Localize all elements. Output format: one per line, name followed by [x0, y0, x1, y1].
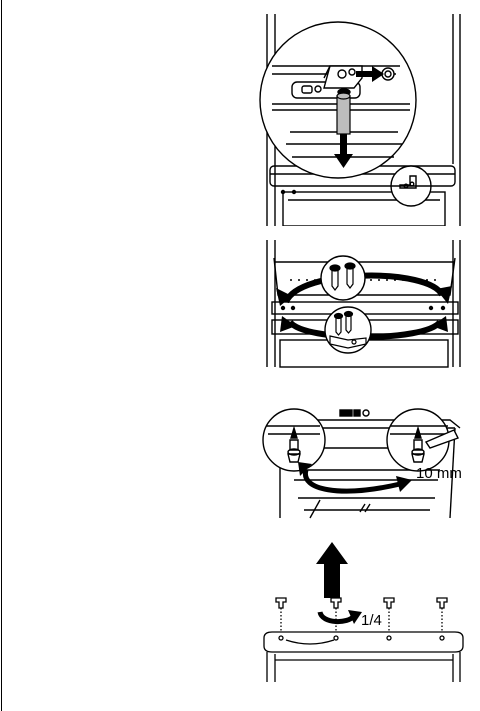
gap-measurement-label: 10 mm [416, 466, 462, 481]
top-cover-illustration [250, 540, 480, 682]
hinge-pin-illustration [250, 14, 480, 226]
figure-swap-hinges [250, 240, 480, 370]
blank-text-column [4, 0, 244, 711]
quarter-turn-label: 1/4 [361, 613, 382, 628]
door-adjustment-illustration [250, 400, 480, 520]
swap-hinges-illustration [250, 240, 480, 370]
page-margin-rule [1, 0, 2, 711]
figure-hinge-pin-removal [250, 14, 480, 226]
figure-top-cover-removal: 1/4 [250, 540, 480, 682]
figure-door-adjustment: 10 mm [250, 400, 480, 520]
